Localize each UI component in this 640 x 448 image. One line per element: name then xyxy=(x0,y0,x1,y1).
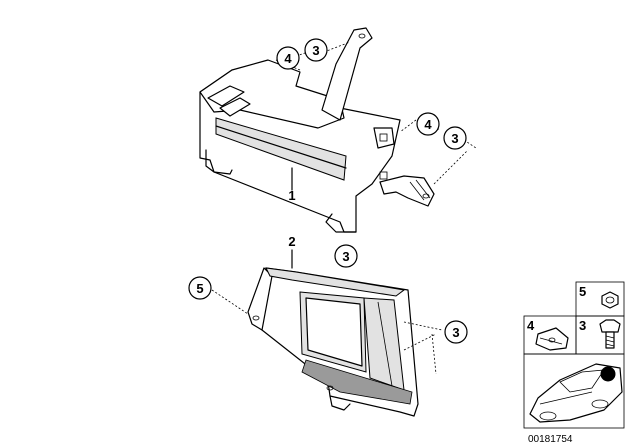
label-2: 2 xyxy=(288,234,295,249)
svg-text:4: 4 xyxy=(424,117,432,132)
legend-item-5: 5 xyxy=(579,284,586,299)
legend-item-4: 4 xyxy=(527,318,535,333)
svg-text:1: 1 xyxy=(288,188,295,203)
nut-icon xyxy=(601,291,619,309)
image-id: 00181754 xyxy=(528,434,573,445)
callout-3-top: 3 xyxy=(304,38,328,62)
svg-text:4: 4 xyxy=(284,51,292,66)
svg-text:5: 5 xyxy=(196,281,203,296)
callout-3-lower-right: 3 xyxy=(444,320,468,344)
callout-5-left: 5 xyxy=(188,276,212,300)
holder-part-2 xyxy=(247,267,419,417)
callout-4-right: 4 xyxy=(416,112,440,136)
svg-text:3: 3 xyxy=(312,43,319,58)
label-1: 1 xyxy=(288,188,295,203)
bolt-icon xyxy=(599,319,621,349)
legend-panel: 5 3 4 xyxy=(523,281,625,429)
callout-4-top: 4 xyxy=(276,46,300,70)
bracket-part-1 xyxy=(199,27,435,233)
legend-item-3: 3 xyxy=(579,318,586,333)
svg-text:3: 3 xyxy=(452,325,459,340)
car-icon xyxy=(529,363,623,423)
svg-text:2: 2 xyxy=(288,234,295,249)
clip-nut-icon xyxy=(535,327,569,351)
callout-3-right: 3 xyxy=(443,126,467,150)
svg-text:3: 3 xyxy=(342,249,349,264)
callout-3-mid: 3 xyxy=(334,244,358,268)
svg-text:3: 3 xyxy=(451,131,458,146)
